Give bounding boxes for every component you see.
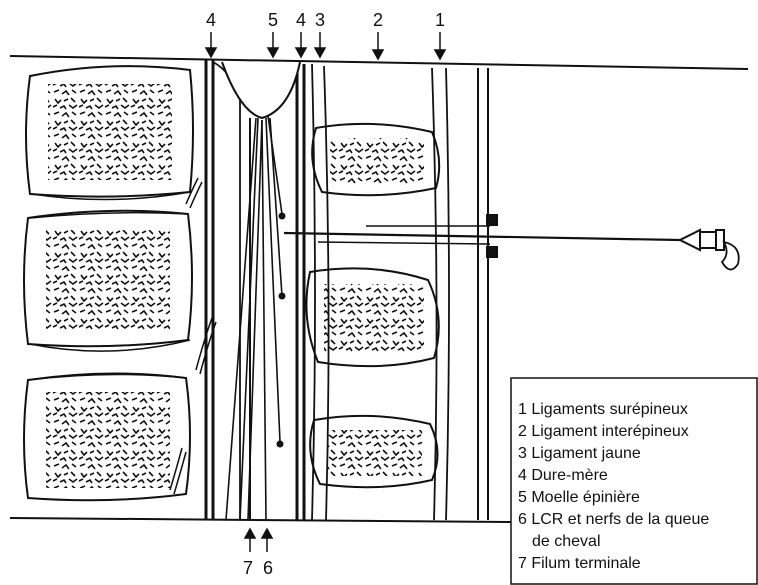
- legend-item: 3 Ligament jaune: [518, 445, 641, 462]
- nerve-end-3: [277, 441, 284, 448]
- supraspinous-ligament: [478, 68, 488, 520]
- dura-mater-anterior: [206, 60, 213, 520]
- conus-medullaris: [222, 62, 300, 118]
- cauda-equina-nerves: [226, 116, 282, 520]
- top-arrows: [206, 32, 445, 59]
- vertebral-bodies: [24, 66, 193, 500]
- bottom-label: 7: [243, 558, 253, 578]
- top-label: 2: [373, 10, 383, 30]
- top-label: 5: [268, 10, 278, 30]
- top-label: 3: [315, 10, 325, 30]
- nerve-end-2: [279, 293, 286, 300]
- legend-item: de cheval: [532, 533, 601, 550]
- legend-item: 1 Ligaments surépineux: [518, 401, 688, 418]
- top-labels: 4 5 4 3 2 1: [206, 10, 445, 30]
- top-label: 1: [435, 10, 445, 30]
- dura-mater-posterior: [297, 64, 304, 520]
- bottom-label: 6: [263, 558, 273, 578]
- legend-item: 4 Dure-mère: [518, 467, 608, 484]
- legend-item: 2 Ligament interépineux: [518, 423, 689, 440]
- legend-item: 6 LCR et nerfs de la queue: [518, 511, 709, 528]
- nerve-end-1: [279, 213, 286, 220]
- bottom-arrows: [245, 529, 272, 552]
- legend: 1 Ligaments surépineux 2 Ligament interé…: [511, 378, 757, 584]
- top-label: 4: [296, 10, 306, 30]
- legend-item: 5 Moelle épinière: [518, 489, 640, 506]
- top-label: 4: [206, 10, 216, 30]
- bottom-boundary-line: [10, 518, 513, 522]
- spinal-needle: [284, 214, 739, 270]
- legend-item: 7 Filum terminale: [518, 555, 641, 572]
